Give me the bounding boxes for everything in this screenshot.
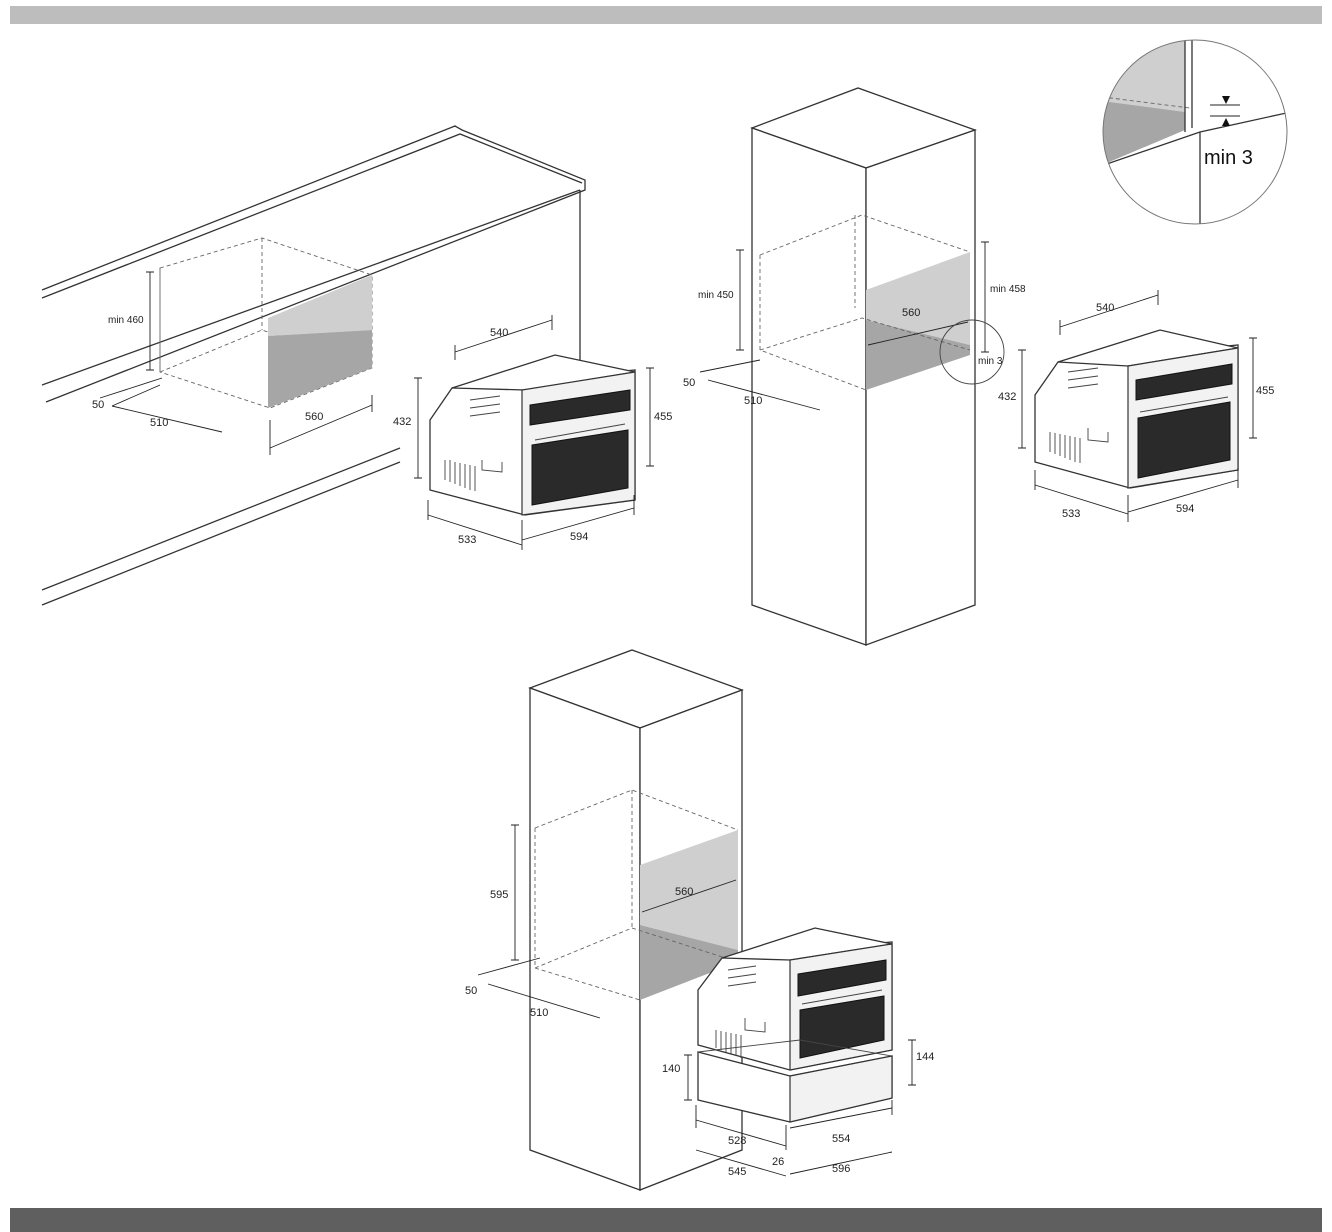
label-a-594: 594 [570,531,588,543]
tall-cabinet-bottom [477,649,744,1191]
label-a-50: 50 [92,399,104,411]
label-c-533: 533 [1062,508,1080,520]
label-detail-min3: min 3 [1204,147,1253,169]
niche-b-back [866,252,970,345]
top-band [10,6,1322,24]
label-d-554: 554 [832,1133,850,1145]
label-d-528: 528 [728,1135,746,1147]
label-b-min458: min 458 [990,284,1026,295]
label-d-140: 140 [662,1063,680,1075]
label-d-26: 26 [772,1156,784,1168]
label-a-540: 540 [490,327,508,339]
label-a-432: 432 [393,416,411,428]
oven-a [414,315,654,550]
label-c-594: 594 [1176,503,1194,515]
label-c-455: 455 [1256,385,1274,397]
niche-b-floor [866,320,970,390]
label-b-min3: min 3 [978,356,1003,367]
label-d-595: 595 [490,889,508,901]
label-b-510: 510 [744,395,762,407]
label-c-540: 540 [1096,302,1114,314]
bottom-band [10,1208,1322,1232]
countertop-edge [41,125,586,403]
warming-drawer [684,1039,916,1177]
label-a-min460: min 460 [108,315,144,326]
detail-callout-circle [939,319,1005,385]
label-a-510: 510 [150,417,168,429]
label-d-50: 50 [465,985,477,997]
label-a-560: 560 [305,411,323,423]
label-b-50: 50 [683,377,695,389]
label-b-min450: min 450 [698,290,734,301]
oven-d [697,927,893,1071]
label-d-560: 560 [675,886,693,898]
label-a-455: 455 [654,411,672,423]
label-a-533: 533 [458,534,476,546]
label-d-144: 144 [916,1051,934,1063]
niche-back-wall [268,275,372,336]
label-c-432: 432 [998,391,1016,403]
niche-d-floor [640,925,738,1000]
tall-cabinet-top [699,87,1005,646]
label-d-545: 545 [728,1166,746,1178]
label-d-596: 596 [832,1163,850,1175]
label-b-560: 560 [902,307,920,319]
niche-floor [268,330,372,408]
oven-c [1018,290,1257,522]
gap-detail [1102,39,1288,225]
undercounter-installation [41,125,586,606]
label-d-510: 510 [530,1007,548,1019]
niche-d-back [640,830,738,950]
